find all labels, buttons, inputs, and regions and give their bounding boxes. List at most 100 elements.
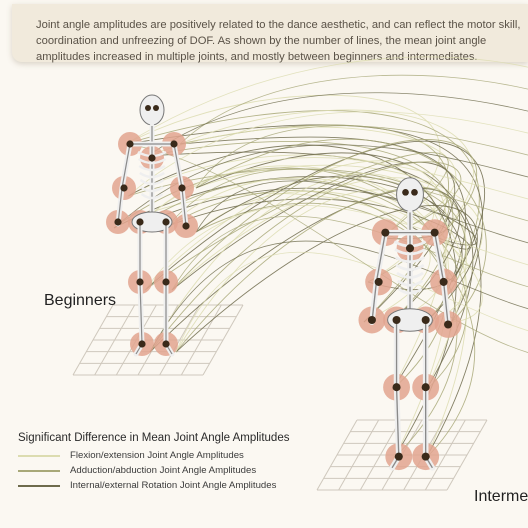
grid-line [424,419,466,491]
skeleton-intermediate [358,177,462,471]
rib [138,164,166,172]
connection-line [125,56,528,145]
connection-line [149,188,460,353]
connection-line [171,177,467,391]
rib [139,171,165,179]
shin-left-shade [139,281,143,345]
connection-line [149,240,528,353]
connection-line [171,139,478,291]
upper-arm-right-shade [173,143,183,189]
legend: Significant Difference in Mean Joint Ang… [18,432,289,493]
legend-swatch-flexion [18,454,60,457]
connection-line [149,161,462,353]
joint-marker [178,184,186,192]
joint-marker [182,222,190,230]
description-banner: Joint angle amplitudes are positively re… [12,4,528,63]
joint-marker [162,218,170,226]
upper-arm-left-shade [121,143,131,189]
joint-marker [374,277,383,286]
forearm-right-shade [442,281,449,325]
legend-swatch-rotation [18,484,60,487]
legend-item-adduction: Adduction/abduction Joint Angle Amplitud… [18,463,289,478]
beginners-label: Beginners [44,292,117,309]
legend-label-flexion: Flexion/extension Joint Angle Amplitudes [70,450,244,461]
connection-line [179,109,474,239]
legend-label-adduction: Adduction/abduction Joint Angle Amplitud… [70,465,257,476]
connection-line [179,74,528,145]
joint-marker [392,383,401,392]
joint-marker [170,140,178,148]
connection-line [144,152,449,291]
shin-left-shade [395,387,400,457]
rib [396,271,424,279]
rib [395,263,425,271]
rib [139,178,165,186]
joint-marker [439,277,448,286]
connection-line [171,161,456,323]
rib [397,287,423,295]
connection-line [167,168,528,227]
joint-marker [367,315,376,325]
rib [140,186,164,193]
joint-marker [421,452,430,461]
joint-marker [444,320,453,329]
grid-line [180,304,222,376]
connection-line [195,138,487,323]
connection-line [144,205,528,291]
skull [396,177,424,212]
legend-title: Significant Difference in Mean Joint Ang… [18,432,290,444]
connection-line [125,124,484,323]
connection-line [125,143,528,353]
legend-item-flexion: Flexion/extension Joint Angle Amplitudes [18,448,289,463]
connection-line [125,110,480,283]
joint-marker [421,315,430,325]
legend-label-rotation: Internal/external Rotation Joint Angle A… [70,480,277,491]
connection-line [171,215,528,291]
forearm-left-shade [371,281,378,323]
rib [394,256,426,264]
joint-marker [136,218,144,226]
eye-socket [153,105,159,111]
upper-arm-right-shade [433,232,445,283]
joint-marker [114,218,122,226]
description-text: Joint angle amplitudes are positively re… [36,19,521,63]
eye-socket [411,188,418,196]
joint-marker [392,315,401,325]
joint-marker [381,228,390,237]
eye-socket [145,105,151,111]
connection-line [175,205,478,353]
joint-marker [394,452,403,461]
forearm-left-shade [117,187,123,225]
joint-marker [148,154,156,162]
joint-marker [421,383,430,392]
legend-item-rotation: Internal/external Rotation Joint Angle A… [18,478,289,493]
joint-marker [162,278,170,286]
grid-line [446,419,488,491]
forearm-right-shade [181,187,187,227]
skeleton-beginner [106,94,198,357]
legend-swatch-adduction [18,469,60,472]
connection-line [147,92,528,157]
joint-marker [120,184,128,192]
connection-line [195,164,483,283]
connection-line [127,111,528,197]
eye-socket [402,188,409,196]
joint-marker [405,244,415,253]
grid-line [202,304,244,376]
upper-arm-left-shade [375,232,387,283]
connection-lines [113,56,528,459]
rib [137,157,167,165]
intermediates-label: Interme [474,488,528,505]
connection-line [125,94,441,239]
rib [140,193,164,200]
joint-marker [136,278,144,286]
joint-marker [138,340,146,348]
joint-marker [126,140,134,148]
joint-marker [162,340,170,348]
connection-line [195,125,528,189]
rib [394,248,426,256]
rib [396,279,424,287]
skull [139,94,165,126]
joint-marker [430,228,439,237]
